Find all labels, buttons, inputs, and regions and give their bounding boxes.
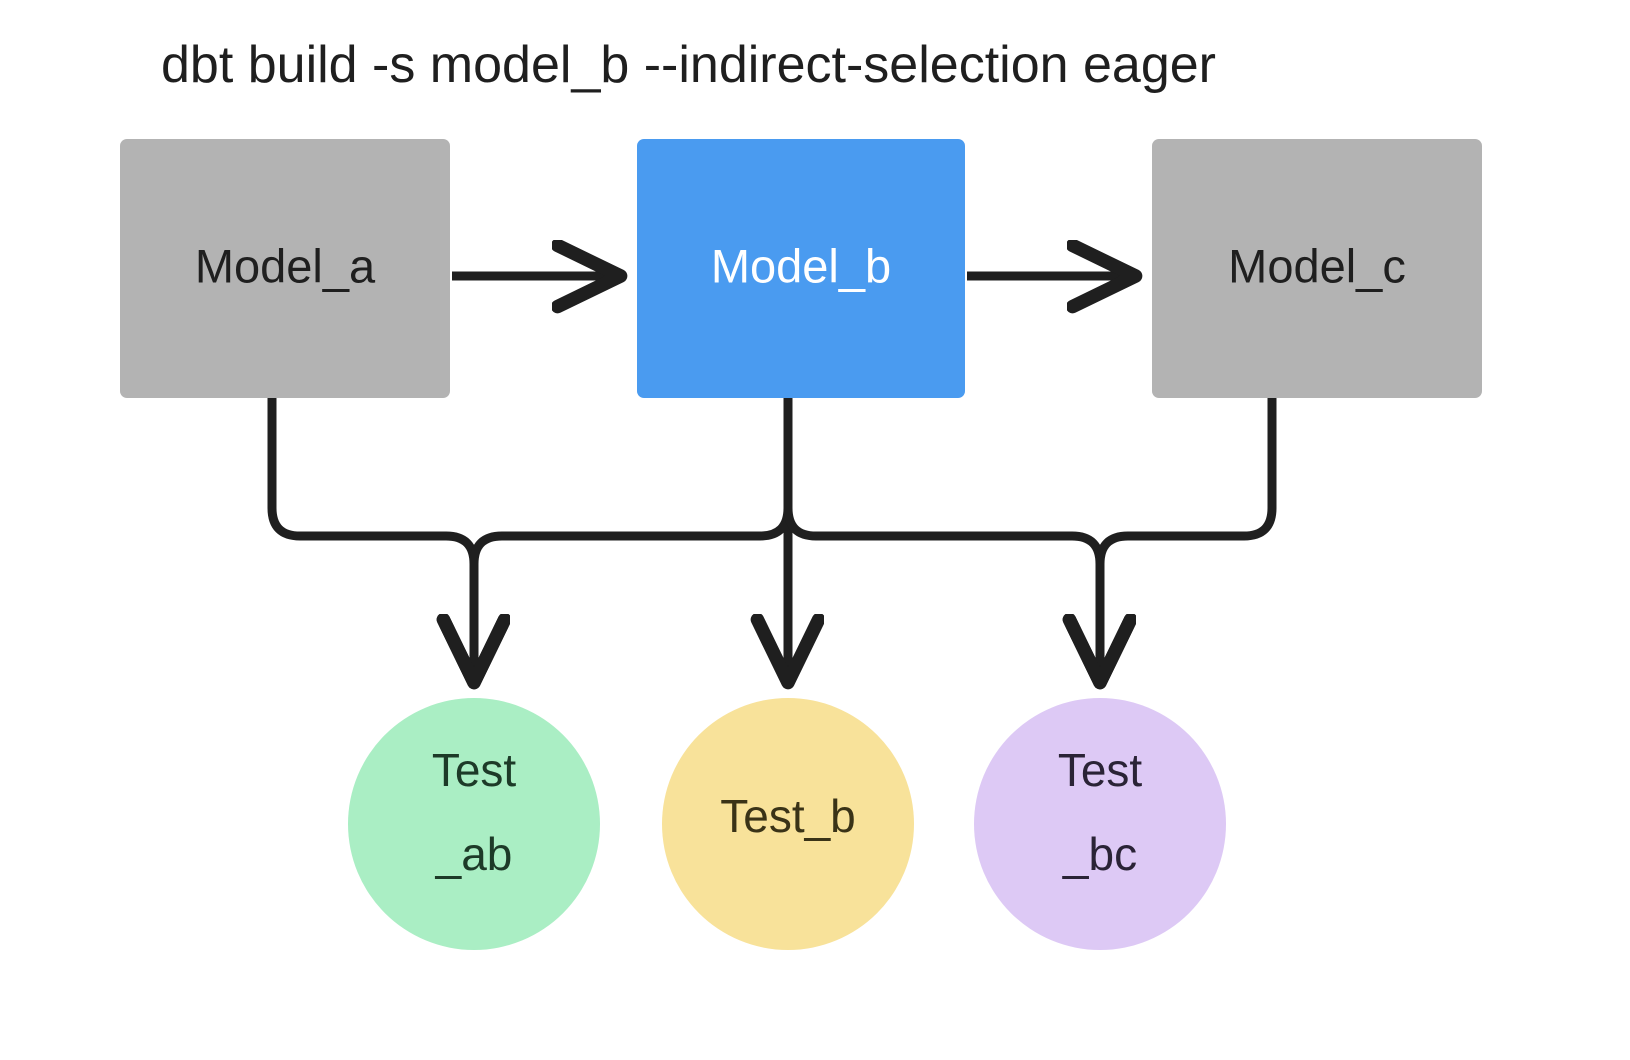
test-node-layer: Test _ab Test_b Test _bc <box>348 698 1226 950</box>
model-node-model-a-label: Model_a <box>195 239 376 292</box>
model-node-model-b[interactable]: Model_b <box>637 139 965 398</box>
test-node-test-bc-shape[interactable] <box>974 698 1226 950</box>
test-node-test-b[interactable]: Test_b <box>662 698 914 950</box>
edge-model-c-to-test-bc <box>1100 398 1277 679</box>
test-node-test-bc-label-line2: _bc <box>1062 828 1137 880</box>
test-node-test-bc-label-line1: Test <box>1058 744 1143 796</box>
model-node-model-b-shape[interactable] <box>637 139 965 398</box>
model-node-model-c-label: Model_c <box>1228 239 1406 292</box>
edge-layer <box>267 276 1277 679</box>
test-node-test-ab-label-line2: _ab <box>435 828 513 880</box>
model-node-model-c-shape[interactable] <box>1152 139 1482 398</box>
model-node-model-a-shape[interactable] <box>120 139 450 398</box>
test-node-test-ab[interactable]: Test _ab <box>348 698 600 950</box>
test-node-test-bc[interactable]: Test _bc <box>974 698 1226 950</box>
test-node-test-ab-shape[interactable] <box>348 698 600 950</box>
test-node-test-ab-label-line1: Test <box>432 744 517 796</box>
test-node-test-b-shape[interactable] <box>662 698 914 950</box>
edge-model-b-to-test-ab <box>474 398 793 679</box>
edge-model-a-to-test-ab <box>267 398 474 679</box>
edge-model-b-to-test-bc <box>783 398 1100 679</box>
page-title: dbt build -s model_b --indirect-selectio… <box>161 36 1216 94</box>
model-node-model-b-label: Model_b <box>711 239 891 292</box>
model-node-model-a[interactable]: Model_a <box>120 139 450 398</box>
model-node-model-c[interactable]: Model_c <box>1152 139 1482 398</box>
test-node-test-b-label-line1: Test_b <box>720 790 856 842</box>
model-node-layer: Model_a Model_b Model_c <box>120 139 1482 398</box>
